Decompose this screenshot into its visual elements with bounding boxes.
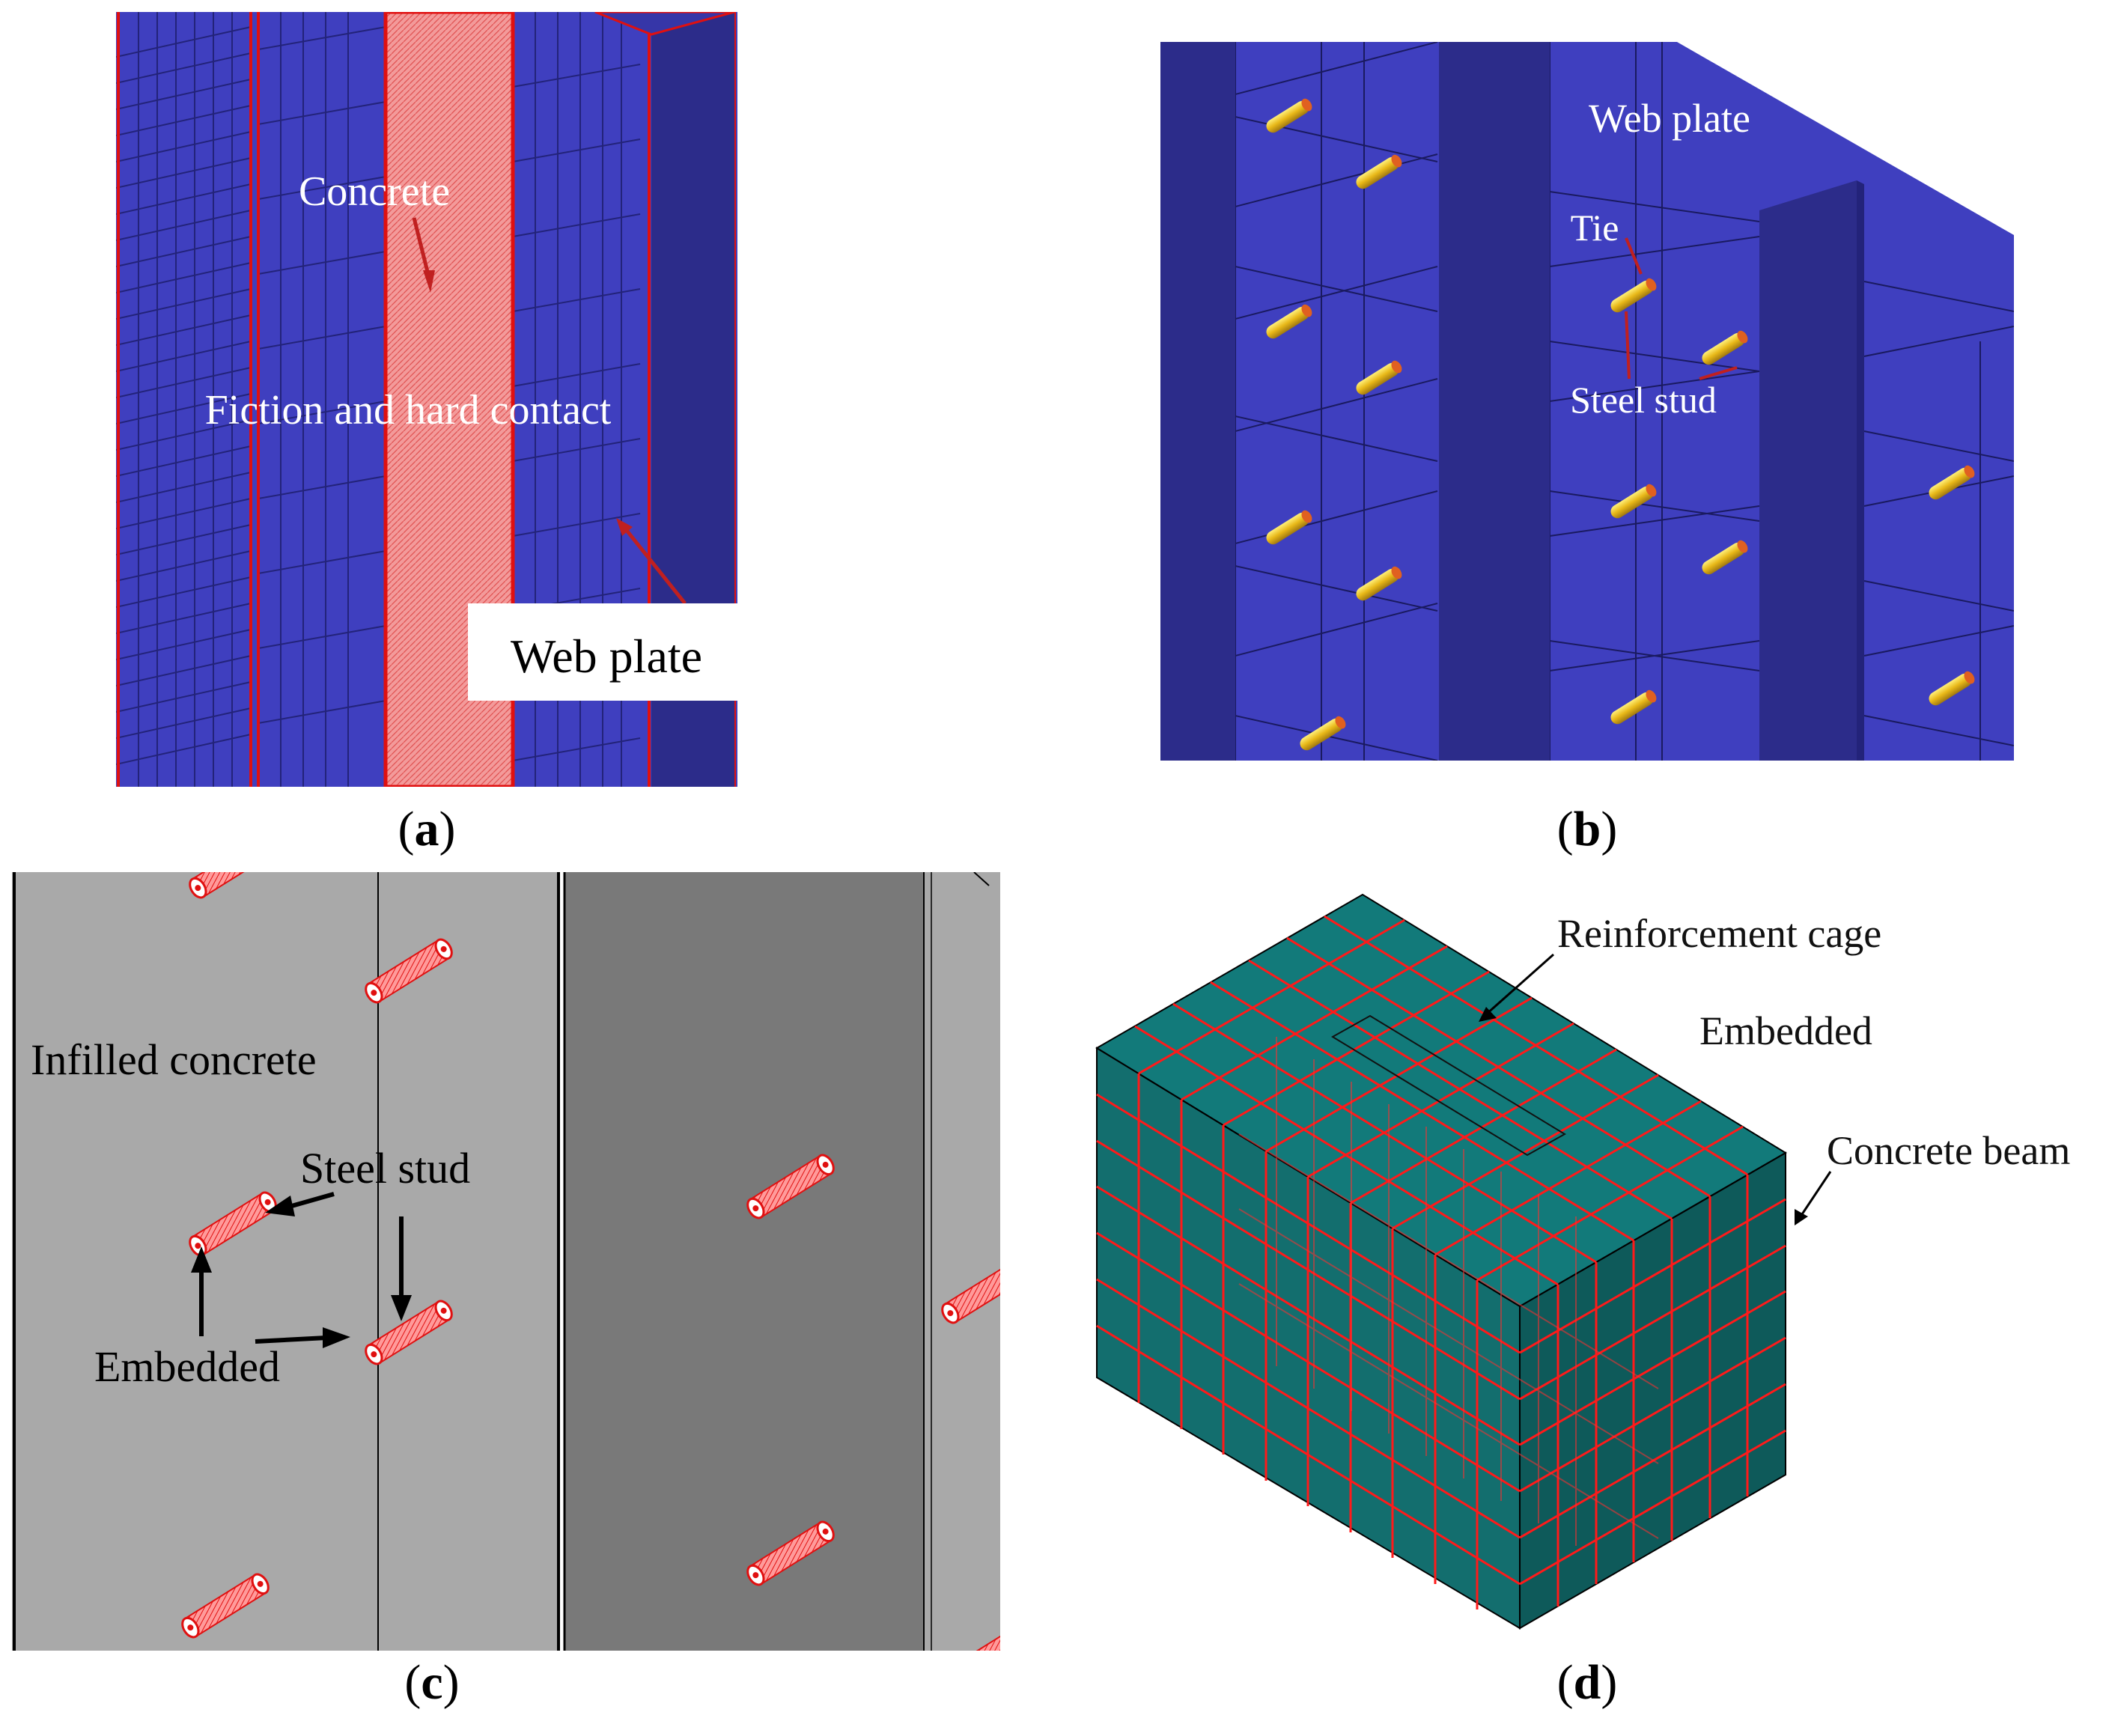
caption-b: (b)	[1556, 802, 1618, 856]
web-plate-label: Web plate	[1589, 96, 1750, 141]
steel-stud-label: Steel stud	[300, 1144, 470, 1193]
rebar-cage-top	[1134, 915, 1748, 1286]
infilled-concrete-region	[12, 872, 559, 1651]
steel-stud-label: Steel stud	[1570, 379, 1717, 421]
cage-arrowhead	[1479, 1007, 1497, 1022]
steel-region	[564, 872, 924, 1651]
panel-d: Reinforcement cage Embedded Concrete bea…	[1089, 887, 2106, 1643]
web-plate-arrow	[624, 527, 687, 605]
panel-c: Infilled concrete Steel stud Embedded	[12, 872, 1000, 1651]
mesh-lines	[116, 12, 641, 787]
concrete-arrow	[412, 217, 431, 278]
beam-side-face	[1520, 1153, 1786, 1628]
beam-arrow	[1799, 1171, 1832, 1217]
concrete-arrowhead	[423, 270, 435, 293]
caption-a-letter: a	[414, 802, 439, 856]
rebar-cage-side	[1519, 1175, 1786, 1606]
caption-b-letter: b	[1573, 802, 1601, 856]
caption-d: (d)	[1556, 1655, 1618, 1710]
infilled-concrete-label: Infilled concrete	[31, 1035, 317, 1084]
caption-d-letter: d	[1573, 1655, 1601, 1710]
flange-left	[1160, 42, 1235, 761]
web-plate-arrowhead	[616, 518, 633, 536]
rebar-cage-interior	[1238, 1037, 1659, 1546]
caption-c-letter: c	[421, 1655, 443, 1710]
panel-c-lines	[13, 872, 990, 1651]
stud-arrow-1	[1625, 311, 1631, 380]
stud-arrow-2	[1699, 366, 1738, 380]
panel-c-arrows	[191, 1192, 412, 1348]
rebar-cage-front	[1096, 1073, 1521, 1609]
top-corner	[594, 12, 735, 36]
caption-c: (c)	[404, 1655, 460, 1710]
embedded-label: Embedded	[1699, 1008, 1872, 1053]
web-plate-edge	[651, 12, 734, 787]
stiffener-2	[1759, 180, 1857, 761]
right-concrete-region	[924, 872, 1000, 1651]
stiffener-1	[1439, 42, 1550, 761]
cage-slot	[1331, 1014, 1566, 1157]
panel-a: Concrete Fiction and hard contact Web pl…	[116, 12, 737, 787]
embedded-label: Embedded	[94, 1342, 280, 1391]
caption-a: (a)	[398, 802, 456, 856]
web-plate-label: Web plate	[511, 630, 702, 683]
concrete-label: Concrete	[299, 168, 450, 215]
panel-b: Web plate Tie Steel stud	[1160, 42, 2014, 761]
tie-arrow	[1625, 237, 1643, 275]
beam-arrowhead	[1795, 1209, 1808, 1225]
tie-label: Tie	[1571, 207, 1619, 249]
panel-a-figure: Concrete Fiction and hard contact Web pl…	[116, 12, 737, 787]
web-plate-box	[468, 603, 737, 701]
contact-label: Fiction and hard contact	[205, 387, 612, 433]
cage-arrow	[1485, 953, 1554, 1016]
panel-c-figure: Infilled concrete Steel stud Embedded	[12, 872, 1000, 1651]
concrete-beam-label: Concrete beam	[1827, 1128, 2070, 1173]
panel-b-figure: Web plate Tie Steel stud	[1160, 42, 2014, 761]
reinforcement-cage-label: Reinforcement cage	[1557, 911, 1881, 956]
beam-outline	[1095, 893, 1787, 1630]
panel-d-figure: Reinforcement cage Embedded Concrete bea…	[1095, 893, 2070, 1630]
